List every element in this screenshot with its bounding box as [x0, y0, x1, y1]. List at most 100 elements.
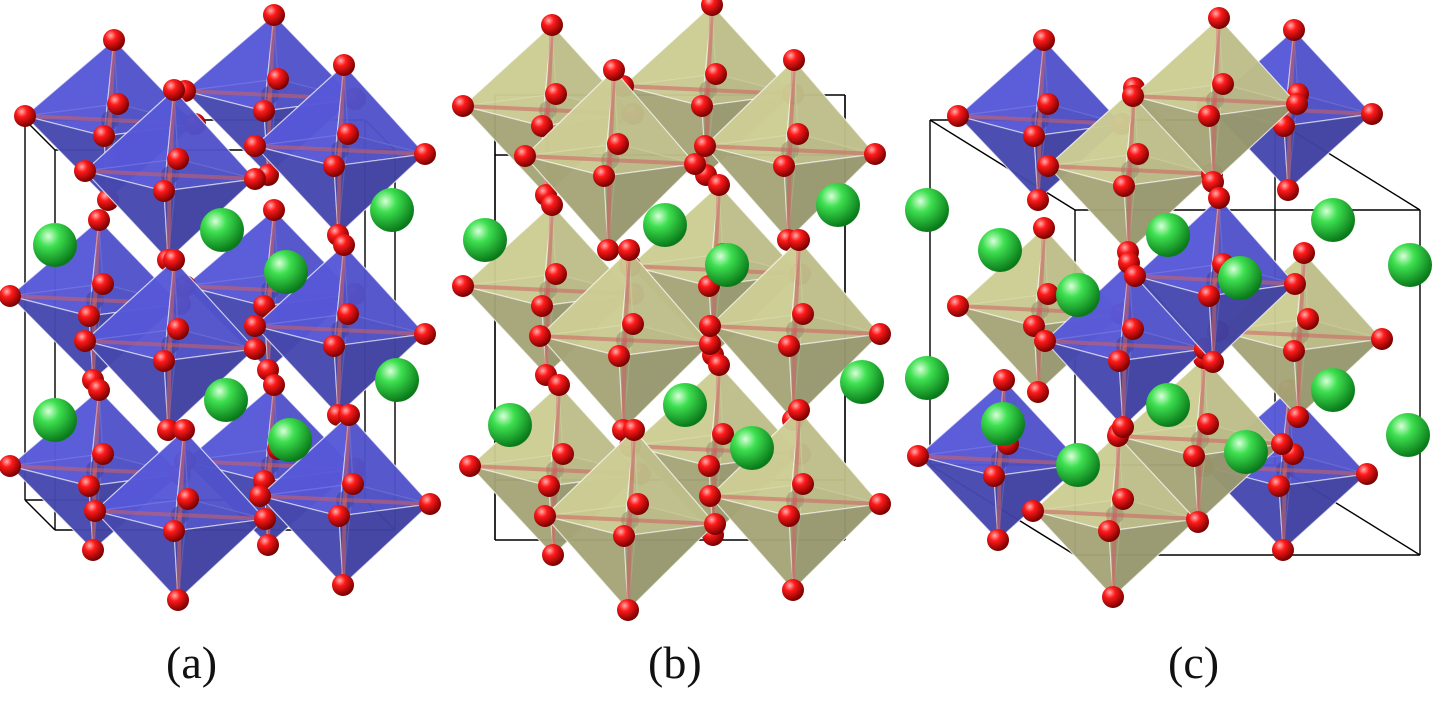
- oxygen-atom: [712, 423, 734, 445]
- octahedron: [84, 419, 276, 611]
- a-site-cation: [268, 418, 312, 462]
- bond: [84, 169, 171, 177]
- bond: [9, 294, 96, 302]
- oxygen-atom: [78, 475, 100, 497]
- a-site-cation: [1224, 430, 1268, 474]
- oxygen-atom: [1202, 351, 1224, 373]
- a-site-cation: [33, 398, 77, 442]
- oxygen-atom: [773, 155, 795, 177]
- a-site-cation: [730, 426, 774, 470]
- oxygen-atom: [244, 168, 266, 190]
- oxygen-atom: [1112, 416, 1134, 438]
- oxygen-atom: [534, 505, 556, 527]
- a-site-cation: [905, 188, 949, 232]
- oxygen-atom: [1287, 406, 1309, 428]
- panel-c-structure: [905, 7, 1432, 608]
- oxygen-atom: [531, 115, 553, 137]
- oxygen-atom: [1277, 179, 1299, 201]
- oxygen-atom: [699, 315, 721, 337]
- bond: [1114, 513, 1198, 521]
- oxygen-atom: [93, 125, 115, 147]
- panel-a-caption: (a): [166, 637, 218, 688]
- oxygen-atom: [74, 160, 96, 182]
- octahedron-face: [338, 503, 432, 587]
- oxygen-atom: [1127, 143, 1149, 165]
- a-site-cation: [1311, 198, 1355, 242]
- oxygen-atom: [593, 165, 615, 187]
- oxygen-atom: [613, 525, 635, 547]
- oxygen-atom: [787, 123, 809, 145]
- octahedron-face: [788, 503, 882, 592]
- a-site-cation: [1388, 243, 1432, 287]
- octahedron: [694, 49, 886, 251]
- a-site-cation: [1218, 256, 1262, 300]
- oxygen-atom: [153, 350, 175, 372]
- oxygen-atom: [0, 455, 21, 477]
- oxygen-atom: [869, 493, 891, 515]
- oxygen-atom: [1286, 93, 1308, 115]
- bond: [339, 148, 426, 156]
- oxygen-atom: [1037, 155, 1059, 177]
- bond: [254, 324, 341, 332]
- oxygen-atom: [249, 485, 271, 507]
- oxygen-atom: [1034, 330, 1056, 352]
- oxygen-atom: [548, 374, 570, 396]
- oxygen-atom: [869, 323, 891, 345]
- oxygen-atom: [541, 194, 563, 216]
- oxygen-atom: [1108, 350, 1130, 372]
- bond: [709, 494, 796, 502]
- oxygen-atom: [545, 263, 567, 285]
- oxygen-atom: [1098, 520, 1120, 542]
- oxygen-atom: [623, 419, 645, 441]
- a-site-cation: [981, 402, 1025, 446]
- panel-a-structure: [0, 4, 441, 611]
- oxygen-atom: [333, 54, 355, 76]
- a-site-cation: [816, 183, 860, 227]
- oxygen-atom: [173, 419, 195, 441]
- bond: [24, 114, 111, 122]
- oxygen-atom: [1198, 105, 1220, 127]
- oxygen-atom: [419, 493, 441, 515]
- oxygen-atom: [993, 369, 1015, 391]
- bond: [1284, 468, 1368, 476]
- oxygen-atom: [333, 234, 355, 256]
- oxygen-atom: [1208, 187, 1230, 209]
- oxygen-atom: [792, 303, 814, 325]
- octahedron-face: [788, 333, 882, 422]
- oxygen-atom: [1102, 586, 1124, 608]
- oxygen-atom: [92, 443, 114, 465]
- oxygen-atom: [782, 579, 804, 601]
- a-site-cation: [1146, 383, 1190, 427]
- oxygen-atom: [778, 505, 800, 527]
- oxygen-atom: [1198, 285, 1220, 307]
- oxygen-atom: [684, 153, 706, 175]
- oxygen-atom: [1268, 475, 1290, 497]
- bond: [1214, 98, 1298, 106]
- bond: [1134, 274, 1216, 282]
- oxygen-atom: [452, 275, 474, 297]
- a-site-cation: [1386, 413, 1430, 457]
- oxygen-atom: [597, 239, 619, 261]
- oxygen-atom: [603, 59, 625, 81]
- oxygen-atom: [244, 315, 266, 337]
- oxygen-atom: [698, 455, 720, 477]
- oxygen-atom: [82, 539, 104, 561]
- oxygen-atom: [107, 93, 129, 115]
- cell-edge: [24, 499, 56, 531]
- oxygen-atom: [1197, 413, 1219, 435]
- oxygen-atom: [708, 174, 730, 196]
- oxygen-atom: [792, 473, 814, 495]
- octahedron-face: [1278, 473, 1369, 552]
- oxygen-atom: [414, 323, 436, 345]
- bond: [1129, 168, 1213, 176]
- bond: [624, 338, 711, 346]
- oxygen-atom: [328, 505, 350, 527]
- oxygen-atom: [163, 79, 185, 101]
- oxygen-atom: [538, 475, 560, 497]
- oxygen-atom: [608, 345, 630, 367]
- bond: [469, 464, 556, 472]
- oxygen-atom: [778, 335, 800, 357]
- bond: [462, 104, 549, 112]
- oxygen-atom: [1208, 7, 1230, 29]
- oxygen-atom: [907, 445, 929, 467]
